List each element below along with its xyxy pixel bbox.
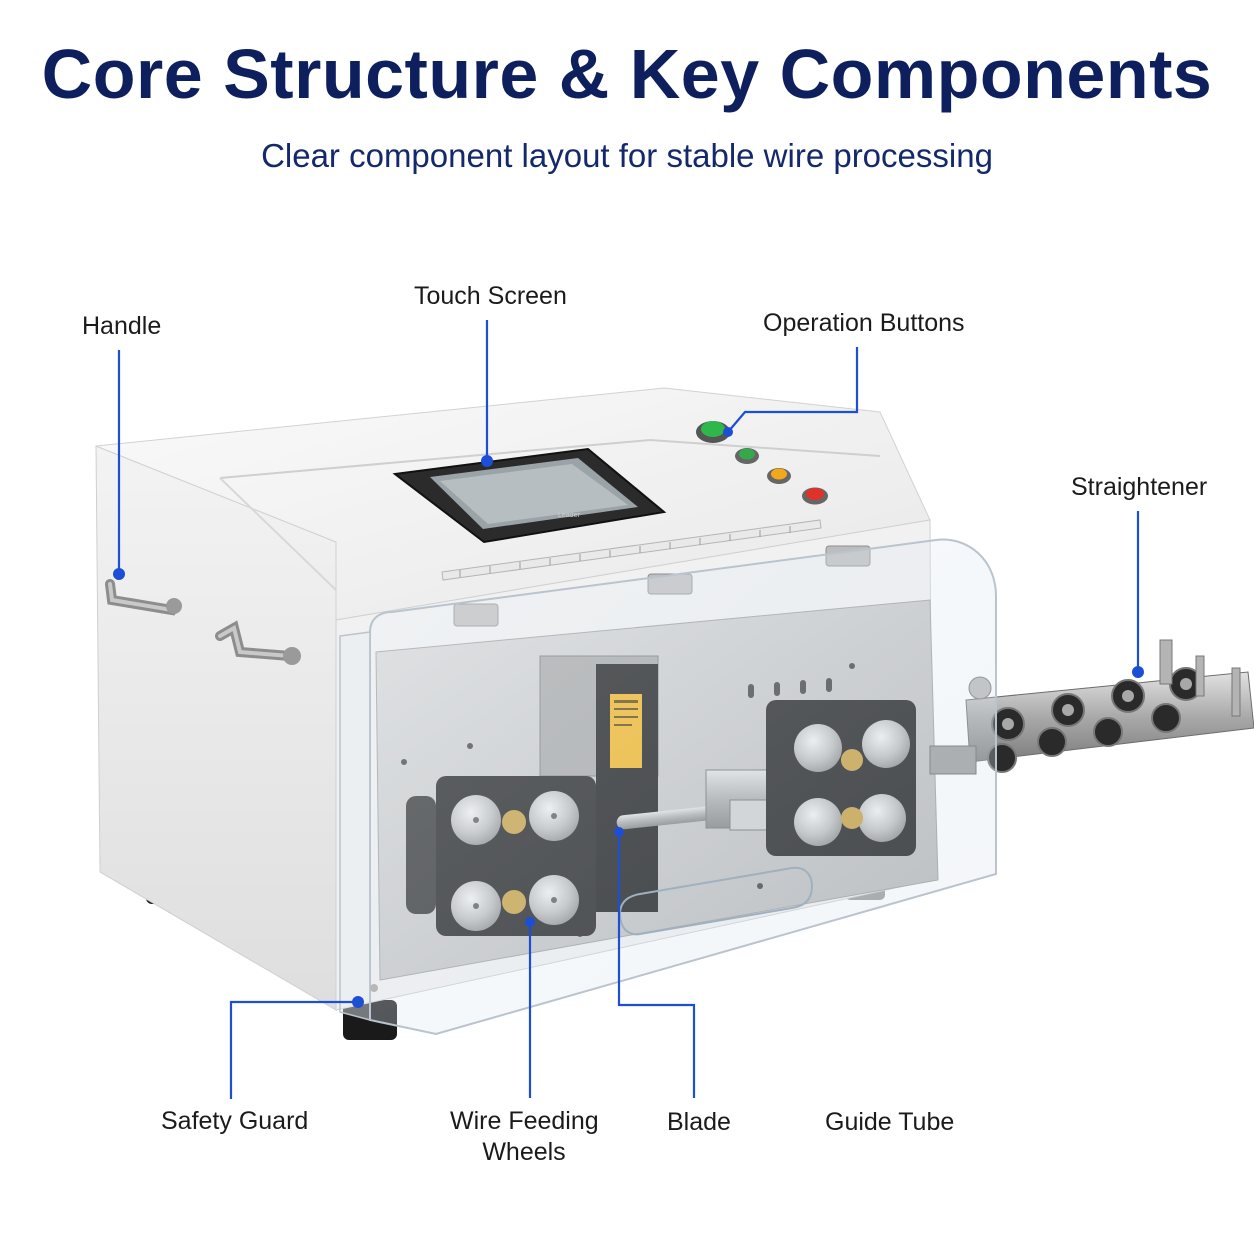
label-handle: Handle <box>82 312 162 340</box>
label-guide-tube: Guide Tube <box>825 1108 955 1136</box>
operation-buttons-device <box>696 421 828 505</box>
page-subtitle: Clear component layout for stable wire p… <box>261 137 993 174</box>
label-safety-guard: Safety Guard <box>161 1107 309 1135</box>
safety-guard-callout-line <box>229 1000 358 1099</box>
label-wire-feeding-wheels-line1: Wire Feeding <box>450 1107 599 1135</box>
page-title: Core Structure & Key Components <box>41 35 1213 113</box>
callout-lines <box>117 320 1140 1099</box>
callout-dots <box>113 427 1144 1008</box>
handles-device <box>105 579 301 665</box>
operation-buttons-callout-line <box>727 347 859 433</box>
label-blade: Blade <box>667 1108 731 1136</box>
touch-screen-device: Leader <box>392 447 667 544</box>
label-wire-feeding-wheels: Wire Feeding Wheels <box>450 1106 599 1168</box>
blade-callout-line <box>617 832 696 1098</box>
label-wire-feeding-wheels-line2: Wheels <box>482 1138 566 1166</box>
label-touch-screen: Touch Screen <box>414 282 567 310</box>
label-operation-buttons: Operation Buttons <box>763 309 965 337</box>
label-straightener: Straightener <box>1071 473 1208 501</box>
screen-brand-text: Leader <box>558 512 580 519</box>
safety-guard-device <box>339 538 997 1036</box>
